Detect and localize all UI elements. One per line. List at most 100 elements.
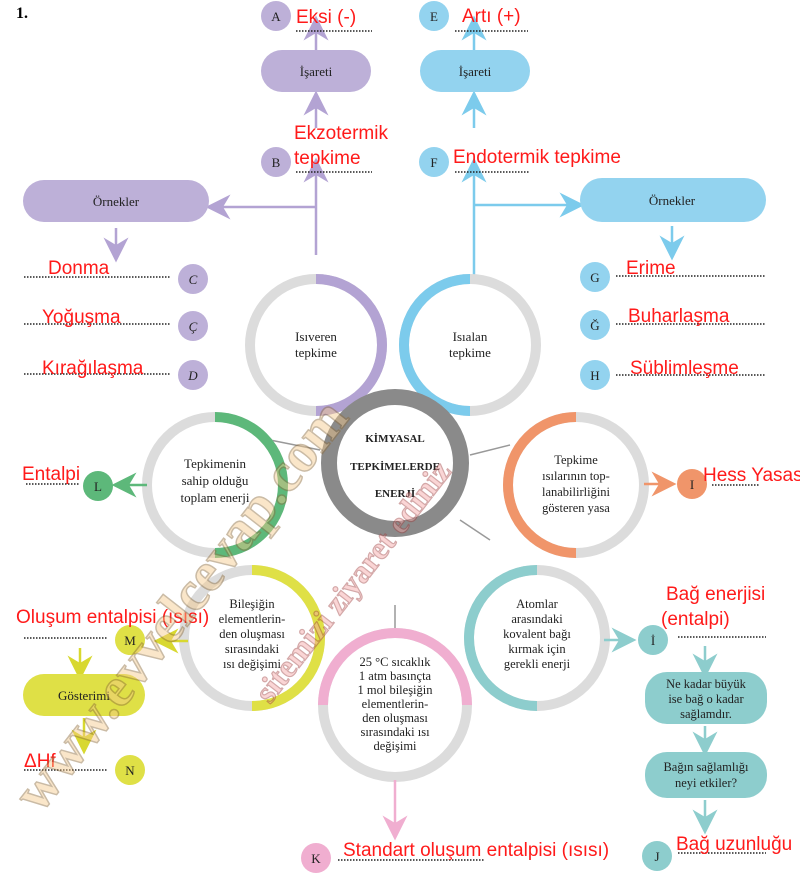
letter-badge-E <box>419 1 449 31</box>
answer-M: Oluşum entalpisi (ısısı) <box>16 607 209 628</box>
letter-badge-D <box>178 360 208 390</box>
examples-box-purple-label: Örnekler <box>93 194 140 209</box>
answer-L: Entalpi <box>22 464 80 485</box>
letter-badge-B <box>261 147 291 177</box>
ring-formation-accent <box>251 565 325 711</box>
letter-M: M <box>124 633 136 648</box>
question-box-line2: neyi etkiler? <box>675 776 738 790</box>
answer-C: Donma <box>48 258 110 279</box>
answer-B-line2: tepkime <box>294 148 361 169</box>
letter-J: J <box>654 849 659 864</box>
letter-badge-G <box>580 262 610 292</box>
purple-letters: A Eksi (-) B Ekzotermik tepkime C Donma … <box>24 1 388 390</box>
letter-badge-A <box>261 1 291 31</box>
letter-N: N <box>125 763 135 778</box>
hess-branch: Tepkime ısılarının top- lanabilirliğini … <box>503 412 800 558</box>
strength-box-line1: Ne kadar büyük <box>666 677 747 691</box>
answer-İ-line1: Bağ enerjisi <box>666 584 765 605</box>
answer-İ-line2: (entalpi) <box>661 609 730 630</box>
node-formation-line1: Bileşiğin <box>229 597 275 611</box>
letter-I: I <box>690 477 694 492</box>
node-exothermic-line1: Isıveren <box>295 329 337 344</box>
ring-endothermic-accent <box>399 274 471 416</box>
bond-branch: Atomlar arasındaki kovalent bağı kırmak … <box>464 565 792 871</box>
notation-box <box>23 674 145 716</box>
center-title-line1: KİMYASAL <box>365 433 425 445</box>
spoke-enthalpy <box>269 439 321 451</box>
ring-exothermic-accent <box>315 274 387 416</box>
answer-D: Kırağılaşma <box>42 358 144 379</box>
standard-branch: 25 °C sıcaklık 1 atm basınçta 1 mol bile… <box>301 628 609 873</box>
notation-box-label: Gösterimi <box>58 688 110 703</box>
answer-I: Hess Yasası <box>703 465 800 486</box>
letter-badge-J <box>642 841 672 871</box>
node-hess-line4: gösteren yasa <box>542 501 610 515</box>
ring-enthalpy-accent <box>214 412 288 558</box>
node-bond-line4: kırmak için <box>508 642 566 656</box>
letter-badge-İ <box>638 625 668 655</box>
exothermic-branch: İşareti Örnekler Isıveren tepkime <box>23 15 387 416</box>
letter-F: F <box>430 155 437 170</box>
ring-center <box>321 389 469 537</box>
examples-box-blue <box>580 178 766 222</box>
center-title-line2: TEPKİMELERDE <box>350 461 440 473</box>
ring-standard-accent <box>318 628 472 706</box>
letter-badge-H <box>580 360 610 390</box>
spoke-hess <box>469 444 511 456</box>
node-bond-line1: Atomlar <box>516 597 558 611</box>
letter-badge-M <box>115 625 145 655</box>
node-formation-line4: sırasındaki <box>225 642 280 656</box>
strength-box-line3: sağlamdır. <box>680 707 732 721</box>
letter-D: D <box>187 368 198 383</box>
letter-badge-C <box>178 264 208 294</box>
letter-badge-K <box>301 843 331 873</box>
answer-A: Eksi (-) <box>296 7 356 28</box>
examples-box-blue-label: Örnekler <box>649 193 696 208</box>
node-standard-line7: değişimi <box>373 739 417 753</box>
answer-G: Erime <box>626 258 676 279</box>
answer-E: Artı (+) <box>462 6 521 27</box>
letter-badge-Ç <box>178 311 208 341</box>
examples-box-purple <box>23 180 209 222</box>
node-endothermic-line2: tepkime <box>449 345 491 360</box>
formation-branch: Bileşiğin elementlerin- den oluşması sır… <box>16 565 325 785</box>
node-enthalpy-line2: sahip olduğu <box>182 473 249 488</box>
node-bond-line2: arasındaki <box>511 612 563 626</box>
node-enthalpy-line1: Tepkimenin <box>184 456 246 471</box>
node-hess-line1: Tepkime <box>554 453 598 467</box>
node-endothermic-line1: Isıalan <box>453 329 488 344</box>
node-bond-line5: gerekli enerji <box>504 657 571 671</box>
letter-K: K <box>311 851 321 866</box>
answer-H: Süblimleşme <box>630 358 739 379</box>
letter-İ: İ <box>651 633 655 648</box>
letter-badge-Ğ <box>580 310 610 340</box>
question-box-line1: Bağın sağlamlığı <box>663 760 749 774</box>
letter-H: H <box>590 368 599 383</box>
node-standard-line1: 25 °C sıcaklık <box>360 655 432 669</box>
node-standard-line5: den oluşması <box>362 711 428 725</box>
letter-Ç: Ç <box>189 319 198 334</box>
question-number: 1. <box>16 5 28 22</box>
node-bond-line3: kovalent bağı <box>503 627 571 641</box>
node-hess-line3: lanabilirliğini <box>542 485 611 499</box>
letter-C: C <box>189 272 198 287</box>
answer-Ğ: Buharlaşma <box>628 306 730 327</box>
node-formation-line3: den oluşması <box>219 627 285 641</box>
blue-letters: E Artı (+) F Endotermik tepkime G Erime … <box>419 1 766 390</box>
node-standard-line6: sırasındaki ısı <box>360 725 430 739</box>
sign-box-purple <box>261 50 371 92</box>
enthalpy-branch: Tepkimenin sahip olduğu toplam enerji L … <box>22 412 288 558</box>
answer-K: Standart oluşum entalpisi (ısısı) <box>343 840 609 861</box>
answer-F: Endotermik tepkime <box>453 147 621 168</box>
answer-N: ΔHf <box>24 751 56 772</box>
letter-badge-L <box>83 471 113 501</box>
center-node: KİMYASAL TEPKİMELERDE ENERJİ <box>321 389 469 537</box>
spoke-bond <box>459 519 491 541</box>
node-hess-line2: ısılarının top- <box>542 469 610 483</box>
letter-Ğ: Ğ <box>590 318 599 333</box>
ring-bond-accent <box>464 565 538 711</box>
letter-badge-N <box>115 755 145 785</box>
strength-box <box>645 672 767 724</box>
node-formation-line5: ısı değişimi <box>223 657 282 671</box>
